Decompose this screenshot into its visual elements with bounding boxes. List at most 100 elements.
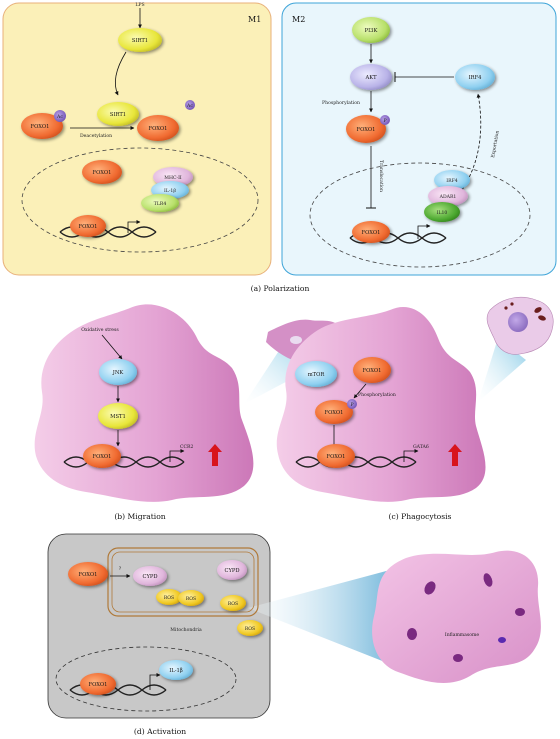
panel-m1: M1 LPS SIRT1 SIRT1 FOXO1 Ac Ac Deacetyla…	[2, 2, 272, 276]
foxo1-nuclear-node	[82, 160, 122, 184]
foxo1-phago-top-node	[353, 357, 391, 383]
foxo1-dna-node	[70, 215, 106, 237]
cypd-1-node	[133, 566, 167, 586]
panel-phagocytosis: mTOR FOXO1 Phosphorylation FOXO1 P FOXO1…	[276, 297, 554, 502]
ccr2-upregulation-arrow	[208, 444, 222, 466]
irf4-nuclear-label: IRF4	[446, 178, 457, 184]
ccr2-label: CCR2	[180, 444, 193, 450]
jnk-node	[99, 359, 137, 385]
phosphorylation-phago-label: Phosphorylation	[358, 392, 396, 398]
cypd-1-label: CYPD	[142, 574, 157, 580]
irf4-top-node	[455, 64, 495, 90]
phagocytosed-particle-2	[538, 315, 546, 321]
il1b-label: IL-1β	[164, 188, 176, 194]
inflammasome-dot-4	[515, 608, 525, 616]
foxo1-dna-label: FOXO1	[79, 224, 98, 230]
foxo1-nuclear-label: FOXO1	[93, 170, 112, 176]
mitochondria-outer	[107, 547, 259, 617]
mitochondria-label: Mitochondria	[170, 627, 202, 633]
akt-node	[350, 64, 392, 90]
mst1-label: MST1	[110, 414, 126, 420]
acetyl-badge-label: Ac	[56, 114, 63, 120]
panel-activation: Inflammasome Mitochondria FOXO1 ? CYPD C…	[47, 533, 541, 719]
unknown-mechanism-label: ?	[119, 566, 122, 572]
phagocytosed-dot-2	[510, 302, 514, 306]
mhc-ii-label: MHC-II	[164, 175, 182, 181]
panel-m2: M2 PI3K AKT IRF4 Phosphorylation FOXO1 P…	[281, 2, 557, 276]
activation-zoom-beam	[248, 570, 400, 668]
mtor-label: mTOR	[308, 372, 326, 378]
adar1-node	[428, 186, 468, 206]
caption-activation: (d) Activation	[134, 727, 186, 736]
irf4-top-label: IRF4	[469, 75, 483, 81]
phagocytosed-particle-1	[534, 307, 542, 313]
akt-label: AKT	[364, 75, 377, 81]
foxo1-deacetylated-label: FOXO1	[149, 126, 168, 132]
phosphorylation-m2-label: Phosphorylation	[322, 100, 360, 106]
deacetylation-label: Deacetylation	[80, 133, 112, 139]
foxo1-phago-p-label: FOXO1	[325, 410, 344, 416]
foxo1-dna-m2-label: FOXO1	[362, 230, 381, 236]
ros-4-node	[237, 620, 263, 636]
acetyl-free-label: Ac	[186, 103, 193, 109]
ros-1-node	[156, 589, 182, 605]
migration-cell-small-nucleus	[290, 336, 302, 344]
m2-nucleus	[309, 162, 531, 268]
inflammasome-dot-3	[407, 628, 417, 640]
foxo1-phago-p-node	[315, 400, 353, 424]
ros-2-label: ROS	[186, 596, 196, 602]
inflammasome-dot-6	[453, 654, 463, 662]
acetyl-badge	[54, 110, 66, 122]
gata6-upregulation-arrow	[448, 444, 462, 466]
caption-migration: (b) Migration	[114, 512, 165, 521]
ros-4-label: ROS	[245, 626, 255, 632]
translocation-label: Translocation	[378, 160, 384, 192]
foxo1-phago-dna-node	[317, 444, 355, 468]
sirt1-mid-label: SIRT1	[110, 112, 126, 118]
foxo1-activation-dna-node	[80, 673, 116, 695]
inflammasome-dot-1	[424, 581, 436, 595]
foxo1-dna-m2-node	[352, 221, 390, 243]
m2-title: M2	[292, 15, 305, 24]
phospho-badge-phago-label: P	[350, 402, 353, 408]
foxo1-acetylated-node	[21, 113, 63, 139]
foxo1-phago-dna-label: FOXO1	[327, 454, 346, 460]
foxo1-p-m2-label: FOXO1	[357, 127, 376, 133]
caption-phagocytosis: (c) Phagocytosis	[389, 512, 452, 521]
foxo1-activation-dna-label: FOXO1	[89, 682, 108, 688]
sirt1-mid-node	[97, 102, 139, 126]
cypd-2-node	[217, 560, 247, 580]
phospho-badge-m2-label: P	[383, 118, 386, 124]
activation-nucleus	[55, 646, 237, 712]
foxo1-activation-node	[68, 562, 108, 586]
irf4-nuclear-node	[434, 170, 470, 190]
foxo1-migration-node	[83, 444, 121, 468]
sirt1-top-label: SIRT1	[132, 38, 148, 44]
sirt1-top-node	[118, 28, 162, 52]
phagocytosed-dot-1	[504, 306, 508, 310]
cypd-2-label: CYPD	[224, 568, 239, 574]
inflammasome-dot-2	[483, 573, 493, 587]
mst1-node	[98, 403, 138, 429]
ros-3-label: ROS	[228, 601, 238, 607]
adar1-label: ADAR1	[439, 194, 457, 200]
foxo1-migration-label: FOXO1	[93, 454, 112, 460]
tlr4-label: TLR4	[154, 201, 167, 207]
inflammasome-cell	[372, 550, 541, 684]
foxo1-phago-top-label: FOXO1	[363, 368, 382, 374]
exportation-label: Exportation	[490, 130, 501, 158]
oxidative-stress-label: Oxidative stress	[81, 327, 119, 333]
il10-node	[424, 202, 460, 222]
ros-3-node	[220, 595, 246, 611]
mtor-node	[295, 361, 337, 387]
gata6-label: GATA6	[413, 444, 429, 450]
lps-label: LPS	[135, 2, 144, 8]
il10-label: IL10	[437, 210, 448, 216]
inflammasome-label: Inflammasome	[445, 632, 480, 638]
il1b-activation-label: IL-1β	[169, 668, 183, 674]
phagocytosis-dna	[295, 456, 417, 468]
foxo1-deacetylated-node	[137, 115, 179, 141]
m1-nucleus	[21, 147, 259, 253]
ros-2-node	[178, 590, 204, 606]
